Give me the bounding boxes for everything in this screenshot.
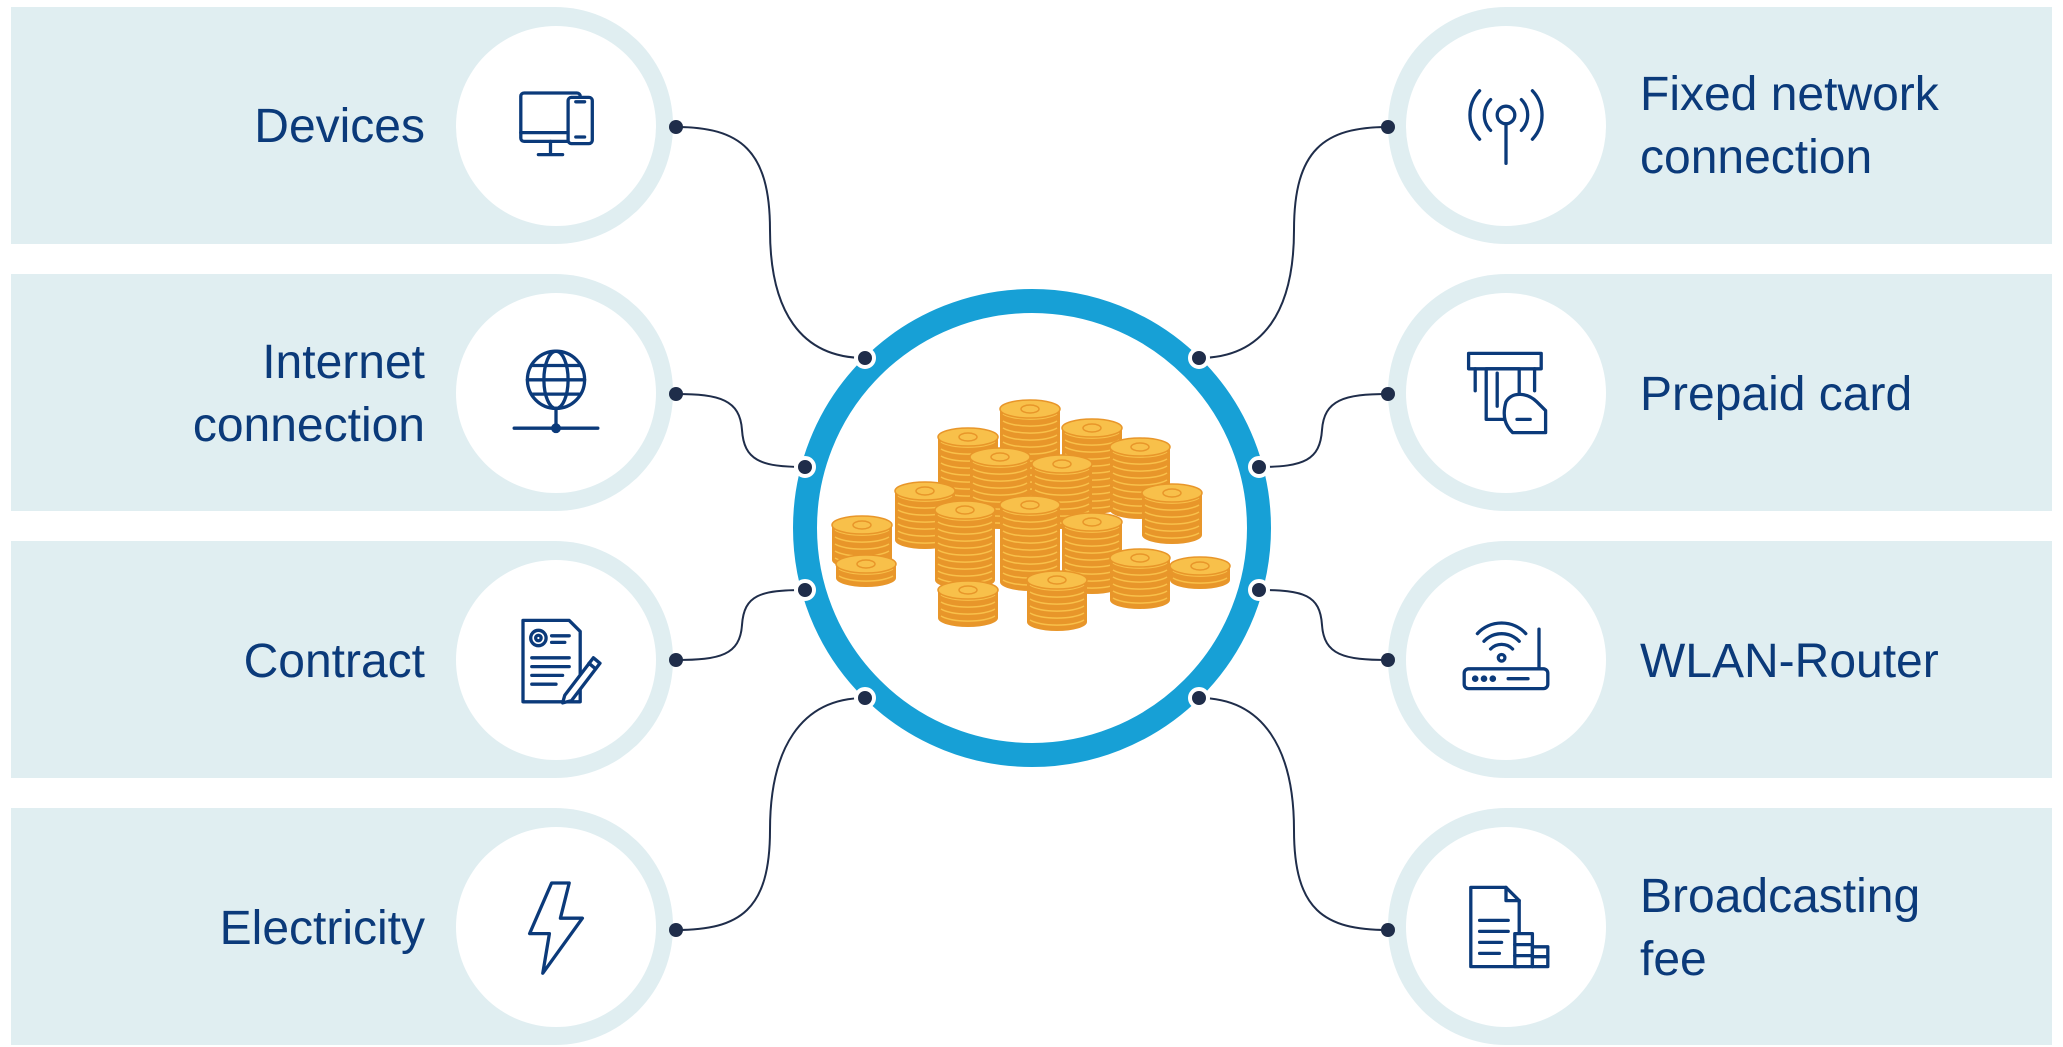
contract-document-icon (521, 618, 602, 705)
dot-electricity-inner (854, 687, 876, 709)
coin-stack (1141, 483, 1203, 544)
connector-broadcasting (1198, 697, 1389, 931)
coin-stack (934, 500, 996, 589)
coin-stack (937, 427, 999, 509)
coin-stack (831, 515, 893, 569)
dot-fixed-inner (1188, 347, 1210, 369)
label-devices: Devices (254, 100, 425, 153)
hub-ring (793, 289, 1271, 767)
dot-wlan-inner (1248, 579, 1270, 601)
dot-broadcasting-inner (1188, 687, 1210, 709)
dot-internet-inner (794, 456, 816, 478)
coin-stack (999, 399, 1061, 509)
fee-document-coins-icon (1469, 885, 1550, 969)
label-wlan-router: WLAN-Router (1640, 635, 1939, 688)
label-internet-connection: Internet connection (192, 336, 425, 452)
label-electricity: Electricity (219, 902, 425, 955)
disc-prepaid-card (1406, 293, 1606, 493)
connector-electricity (675, 697, 866, 931)
wifi-router-icon (1462, 621, 1550, 691)
euro-coin-stacks-icon (831, 399, 1231, 631)
disc-broadcasting (1406, 827, 1606, 1027)
dot-devices-inner (854, 347, 876, 369)
coin-stack (1169, 556, 1231, 589)
coin-stack (969, 447, 1031, 529)
disc-wlan-router (1406, 560, 1606, 760)
dot-prepaid-inner (1248, 456, 1270, 478)
disc-devices (456, 26, 656, 226)
coin-stack (999, 495, 1061, 591)
coin-stack (1026, 570, 1088, 631)
label-contract: Contract (243, 635, 425, 688)
coin-stack (1031, 454, 1093, 529)
coin-stack (937, 580, 999, 627)
coin-stack (1109, 548, 1171, 609)
coin-stack (1061, 512, 1123, 594)
coin-stack (1061, 418, 1123, 514)
connector-devices (675, 126, 866, 359)
connector-fixed-network (1198, 126, 1389, 359)
card-in-atm-icon (1466, 351, 1548, 435)
coin-stack (1109, 437, 1171, 519)
label-broadcasting-fee: Broadcasting fee (1640, 870, 1921, 986)
connector-prepaid-card (1258, 393, 1389, 468)
disc-electricity (456, 827, 656, 1027)
globe-network-icon (512, 349, 600, 434)
lightning-bolt-icon (527, 881, 585, 975)
computer-phone-icon (519, 91, 594, 157)
coin-stack (835, 554, 897, 587)
disc-internet (456, 293, 656, 493)
disc-fixed-network (1406, 26, 1606, 226)
label-prepaid-card: Prepaid card (1640, 368, 1913, 421)
dot-contract-inner (794, 579, 816, 601)
label-fixed-network-connection: Fixed network connection (1640, 68, 1939, 184)
disc-contract (456, 560, 656, 760)
connector-contract (675, 589, 806, 661)
connector-wlan-router (1258, 589, 1389, 661)
coin-stack (894, 481, 956, 549)
antenna-signal-icon (1468, 89, 1544, 166)
connector-internet (675, 393, 806, 468)
